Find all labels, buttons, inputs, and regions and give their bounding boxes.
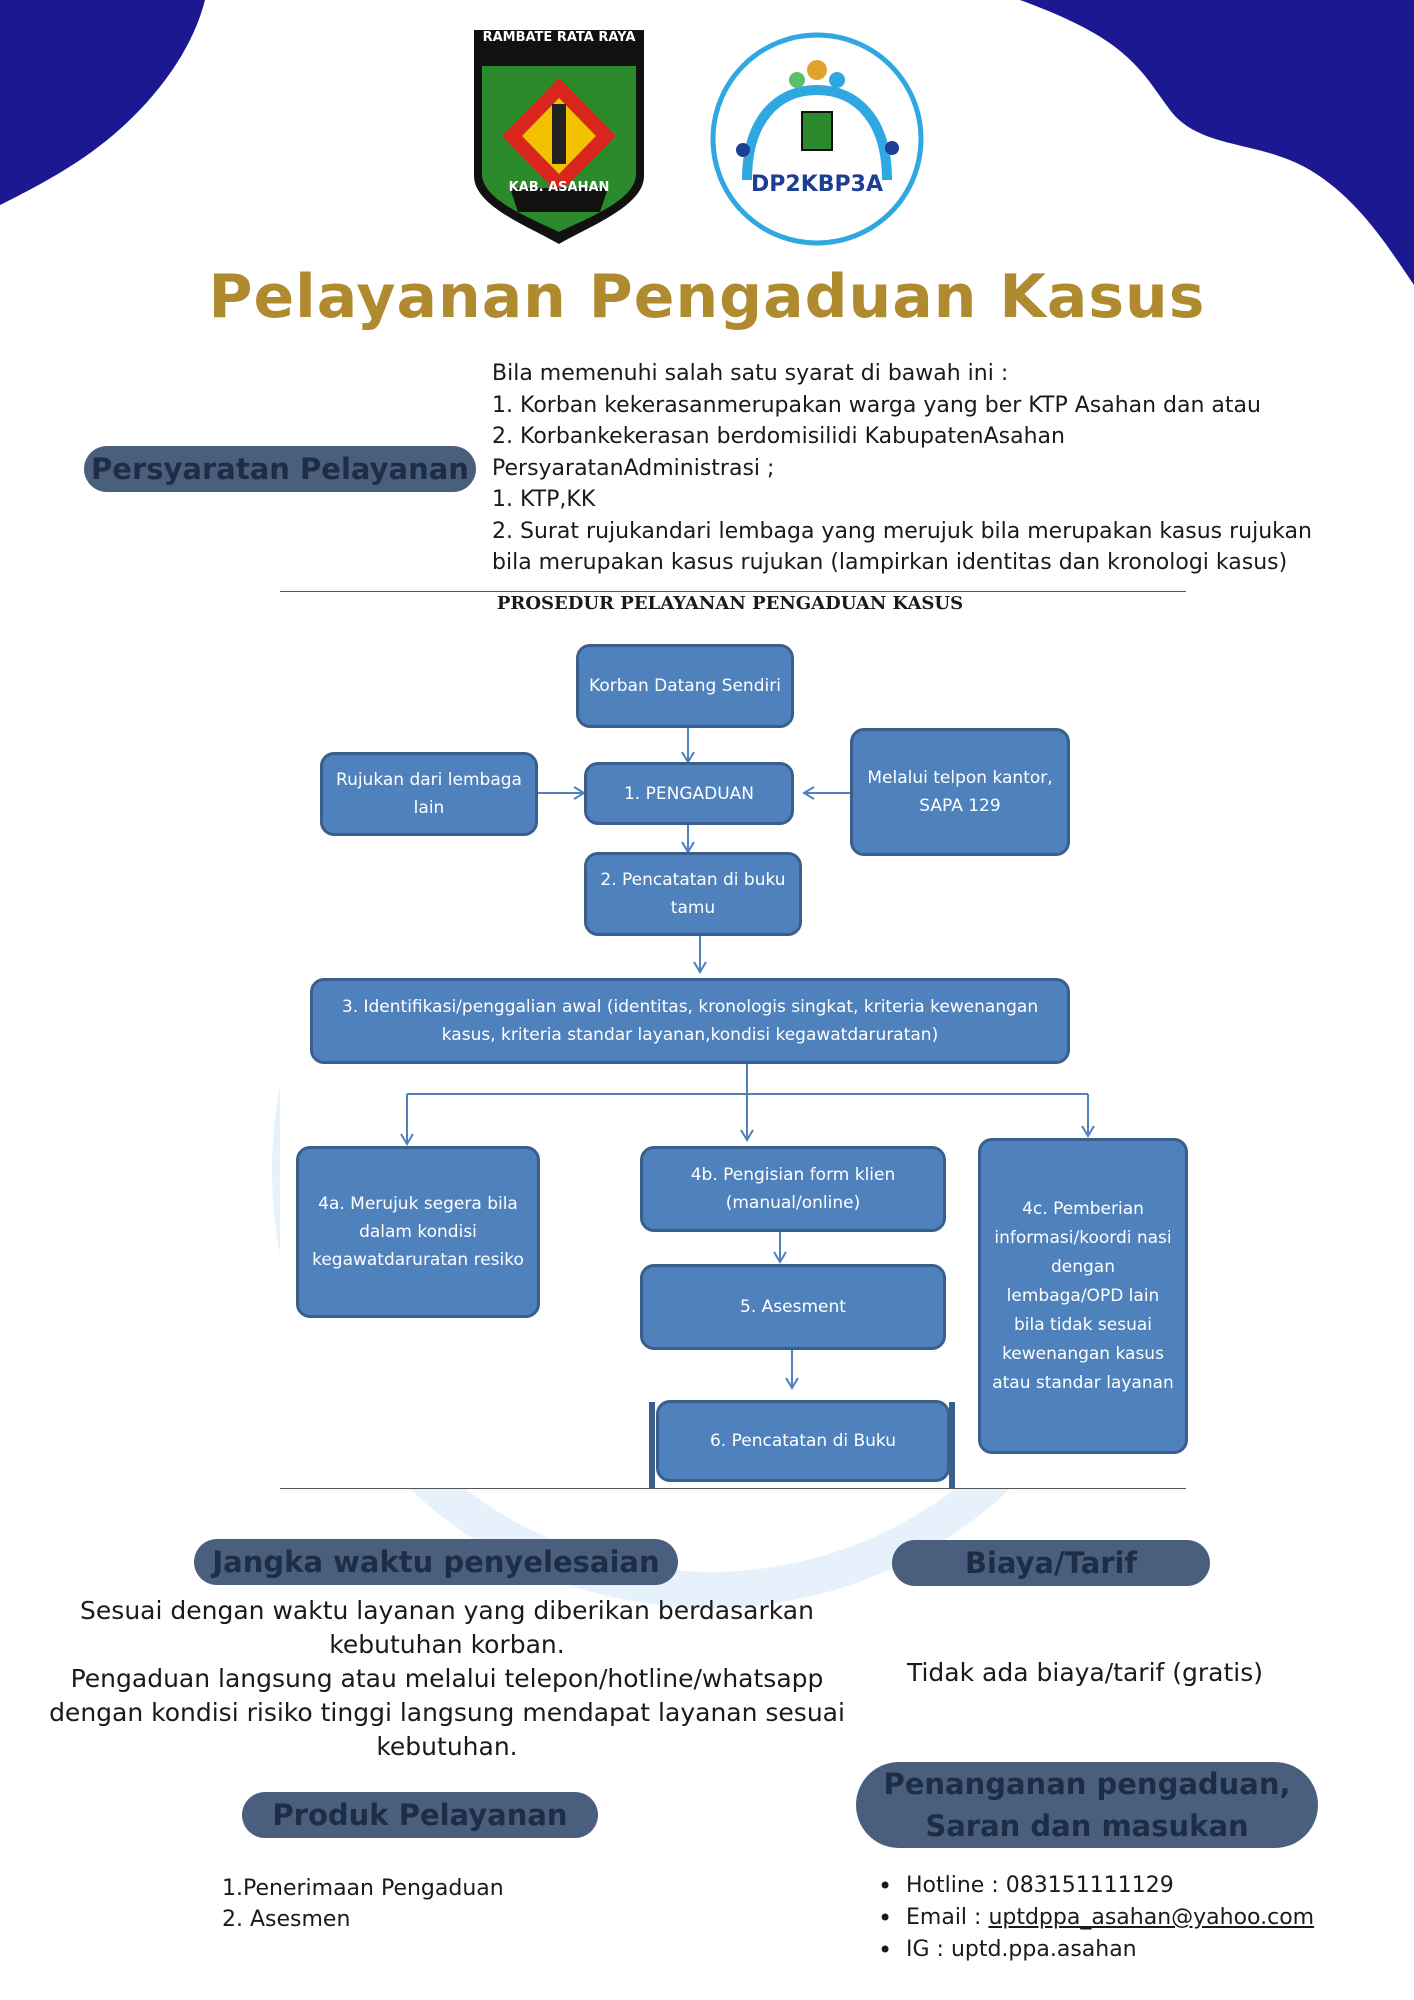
flow-box-telpon: Melalui telpon kantor, SAPA 129 bbox=[850, 728, 1070, 856]
hotline-label: Hotline : bbox=[906, 1873, 1006, 1898]
kab-asahan-name: KAB. ASAHAN bbox=[508, 180, 610, 195]
flow-box-asesment: 5. Asesment bbox=[640, 1264, 946, 1350]
page-title: Pelayanan Pengaduan Kasus bbox=[208, 262, 1206, 332]
flow-box-korban-datang: Korban Datang Sendiri bbox=[576, 644, 794, 728]
kab-asahan-logo bbox=[474, 30, 644, 244]
flow-box-pencatatan-tamu: 2. Pencatatan di buku tamu bbox=[584, 852, 802, 936]
flow-box-pengaduan: 1. PENGADUAN bbox=[584, 762, 794, 825]
biaya-label: Biaya/Tarif bbox=[892, 1540, 1210, 1586]
jangka-label: Jangka waktu penyelesaian bbox=[194, 1539, 678, 1585]
hotline-value: 083151111129 bbox=[1005, 1873, 1174, 1898]
produk-label: Produk Pelayanan bbox=[242, 1792, 598, 1838]
flow-box-pencatatan-buku: 6. Pencatatan di Buku bbox=[656, 1400, 950, 1482]
produk-item: 1.Penerimaan Pengaduan bbox=[222, 1876, 504, 1901]
produk-item: 2. Asesmen bbox=[222, 1907, 351, 1932]
top-right-blob bbox=[1020, 0, 1414, 285]
penanganan-label: Penanganan pengaduan, Saran dan masukan bbox=[856, 1762, 1318, 1848]
ig-label: IG : bbox=[906, 1937, 951, 1962]
persyaratan-label: Persyaratan Pelayanan bbox=[84, 446, 476, 492]
penanganan-label-line: Saran dan masukan bbox=[925, 1809, 1249, 1843]
persyaratan-line: 2. Surat rujukandari lembaga yang meruju… bbox=[492, 518, 1312, 544]
jangka-line: dengan kondisi risiko tinggi langsung me… bbox=[49, 1698, 845, 1727]
jangka-text: Sesuai dengan waktu layanan yang diberik… bbox=[44, 1594, 850, 1764]
contact-ig: IG : uptd.ppa.asahan bbox=[872, 1934, 1314, 1966]
flow-top-rule bbox=[280, 591, 1186, 592]
persyaratan-line: bila merupakan kasus rujukan (lampirkan … bbox=[492, 550, 1288, 575]
email-label: Email : bbox=[906, 1905, 989, 1930]
kab-asahan-motto: RAMBATE RATA RAYA bbox=[482, 30, 636, 45]
persyaratan-line: 2. Korbankekerasan berdomisilidi Kabupat… bbox=[492, 424, 1065, 449]
email-link[interactable]: uptdppa_asahan@yahoo.com bbox=[988, 1905, 1315, 1930]
jangka-line: Sesuai dengan waktu layanan yang diberik… bbox=[80, 1596, 814, 1625]
flow-box-rujukan: Rujukan dari lembaga lain bbox=[320, 752, 538, 836]
flow-title: PROSEDUR PELAYANAN PENGADUAN KASUS bbox=[496, 593, 964, 614]
contact-email: Email : uptdppa_asahan@yahoo.com bbox=[872, 1902, 1314, 1934]
persyaratan-line: 1. KTP,KK bbox=[492, 487, 596, 512]
flow-box-merujuk: 4a. Merujuk segera bila dalam kondisi ke… bbox=[296, 1146, 540, 1318]
biaya-text: Tidak ada biaya/tarif (gratis) bbox=[906, 1658, 1264, 1687]
persyaratan-line: PersyaratanAdministrasi ; bbox=[492, 455, 775, 481]
jangka-line: kebutuhan korban. bbox=[329, 1630, 565, 1659]
produk-list: 1.Penerimaan Pengaduan 2. Asesmen bbox=[222, 1873, 504, 1935]
jangka-line: kebutuhan. bbox=[376, 1732, 518, 1761]
flow-box-pemberian: 4c. Pemberian informasi/koordi nasi deng… bbox=[978, 1138, 1188, 1454]
dp2kbp3a-logo bbox=[710, 32, 924, 246]
jangka-line: Pengaduan langsung atau melalui telepon/… bbox=[70, 1664, 824, 1693]
flow-box-pengisian: 4b. Pengisian form klien (manual/online) bbox=[640, 1146, 946, 1232]
persyaratan-line: Bila memenuhi salah satu syarat di bawah… bbox=[492, 361, 1009, 386]
contact-hotline: Hotline : 083151111129 bbox=[872, 1870, 1314, 1902]
contact-list: Hotline : 083151111129 Email : uptdppa_a… bbox=[872, 1870, 1314, 1966]
flow-bottom-rule bbox=[280, 1488, 1186, 1489]
persyaratan-line: 1. Korban kekerasanmerupakan warga yang … bbox=[492, 392, 1261, 418]
top-left-blob bbox=[0, 0, 205, 205]
dp2kbp3a-label: DP2KBP3A bbox=[751, 172, 883, 197]
ig-value: uptd.ppa.asahan bbox=[950, 1937, 1137, 1962]
persyaratan-text: Bila memenuhi salah satu syarat di bawah… bbox=[492, 358, 1322, 579]
penanganan-label-line: Penanganan pengaduan, bbox=[883, 1767, 1291, 1801]
flow-box-identifikasi: 3. Identifikasi/penggalian awal (identit… bbox=[310, 978, 1070, 1064]
